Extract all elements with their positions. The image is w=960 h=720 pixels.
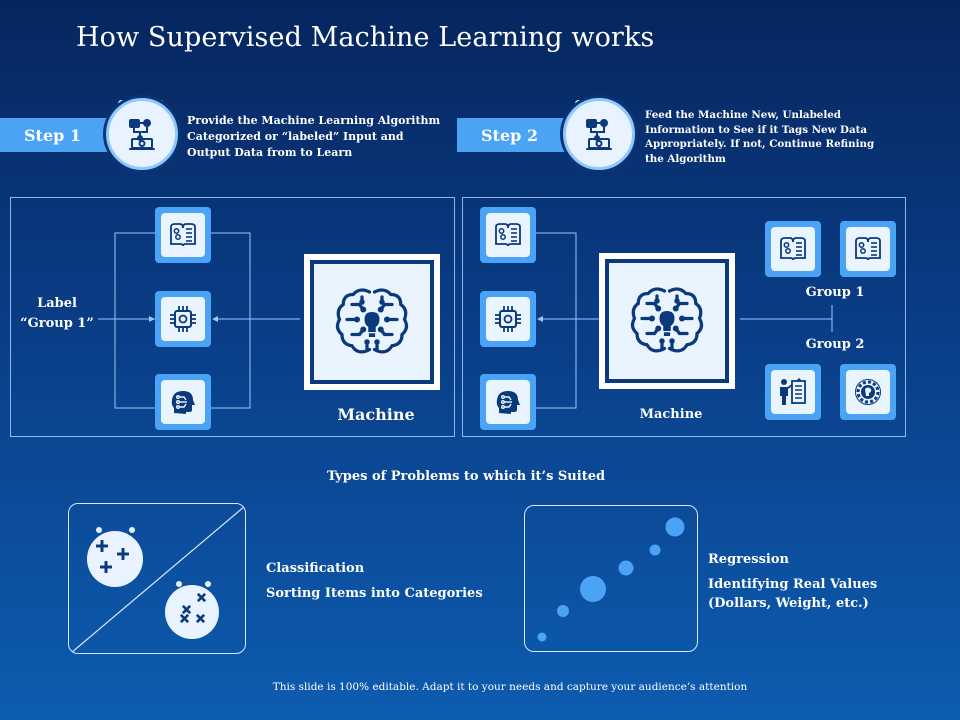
regression-title: Regression (708, 552, 789, 567)
plus-icon (100, 561, 112, 573)
regression-desc: Identifying Real Values (Dollars, Weight… (708, 575, 877, 613)
machine-box-right (599, 253, 735, 389)
machine-box-left (304, 254, 440, 390)
step1-circle (106, 98, 178, 170)
machine-label-left: Machine (337, 405, 415, 424)
person-board-icon (777, 376, 809, 408)
diagonal-divider (70, 505, 245, 653)
x-circle-dot (176, 581, 182, 587)
x-circle-dot (205, 581, 211, 587)
classification-box (68, 503, 246, 654)
classification-title: Classification (266, 561, 365, 576)
x-icon (196, 592, 207, 603)
plus-circle-dot (96, 527, 102, 533)
regression-scatter (537, 517, 685, 642)
brain-book-icon (852, 233, 884, 265)
label-line1: Label (37, 296, 77, 311)
head-network-icon (492, 386, 524, 418)
plus-icon (96, 540, 108, 552)
step2-circle (563, 98, 635, 170)
training-panel (10, 197, 455, 437)
brain-book-icon (492, 219, 524, 251)
plus-circle (87, 531, 143, 587)
regression-desc-line2: (Dollars, Weight, etc.) (708, 596, 869, 611)
gear-head-icon (852, 376, 884, 408)
regression-desc-line1: Identifying Real Values (708, 577, 878, 592)
group1-tile-a (765, 221, 821, 277)
brain-circuit-icon (332, 282, 412, 362)
group1-label: Group 1 (805, 285, 865, 300)
step2-text: Feed the Machine New, Unlabeled Informat… (645, 109, 875, 165)
brain-circuit-icon (627, 281, 707, 361)
label-group1: Label “Group 1” (20, 294, 94, 334)
book-tile (155, 207, 211, 263)
step1-text: Provide the Machine Learning Algorithm C… (187, 114, 441, 159)
group2-tile-b (840, 364, 896, 420)
x-icon (179, 613, 190, 624)
group1-tile-b (840, 221, 896, 277)
head-tile-r (480, 374, 536, 430)
book-tile-r (480, 207, 536, 263)
chip-icon (167, 303, 199, 335)
problems-heading: Types of Problems to which it’s Suited (326, 469, 606, 484)
x-icon (195, 613, 206, 624)
head-tile (155, 374, 211, 430)
chip-icon (492, 303, 524, 335)
chip-tile-r (480, 291, 536, 347)
plus-circle-dot (129, 527, 135, 533)
brain-book-icon (777, 233, 809, 265)
head-network-icon (167, 386, 199, 418)
footer-note: This slide is 100% editable. Adapt it to… (272, 681, 748, 693)
brain-book-icon (167, 219, 199, 251)
regression-box (524, 505, 698, 652)
group2-label: Group 2 (805, 337, 865, 352)
classification-desc: Sorting Items into Categories (266, 586, 483, 601)
group2-tile-a (765, 364, 821, 420)
label-line2: “Group 1” (20, 316, 94, 331)
chip-tile (155, 291, 211, 347)
machine-label-right: Machine (639, 407, 703, 422)
plus-icon (117, 548, 129, 560)
testing-panel (462, 197, 906, 437)
x-circle (165, 585, 219, 639)
page-title: How Supervised Machine Learning works (76, 22, 655, 53)
